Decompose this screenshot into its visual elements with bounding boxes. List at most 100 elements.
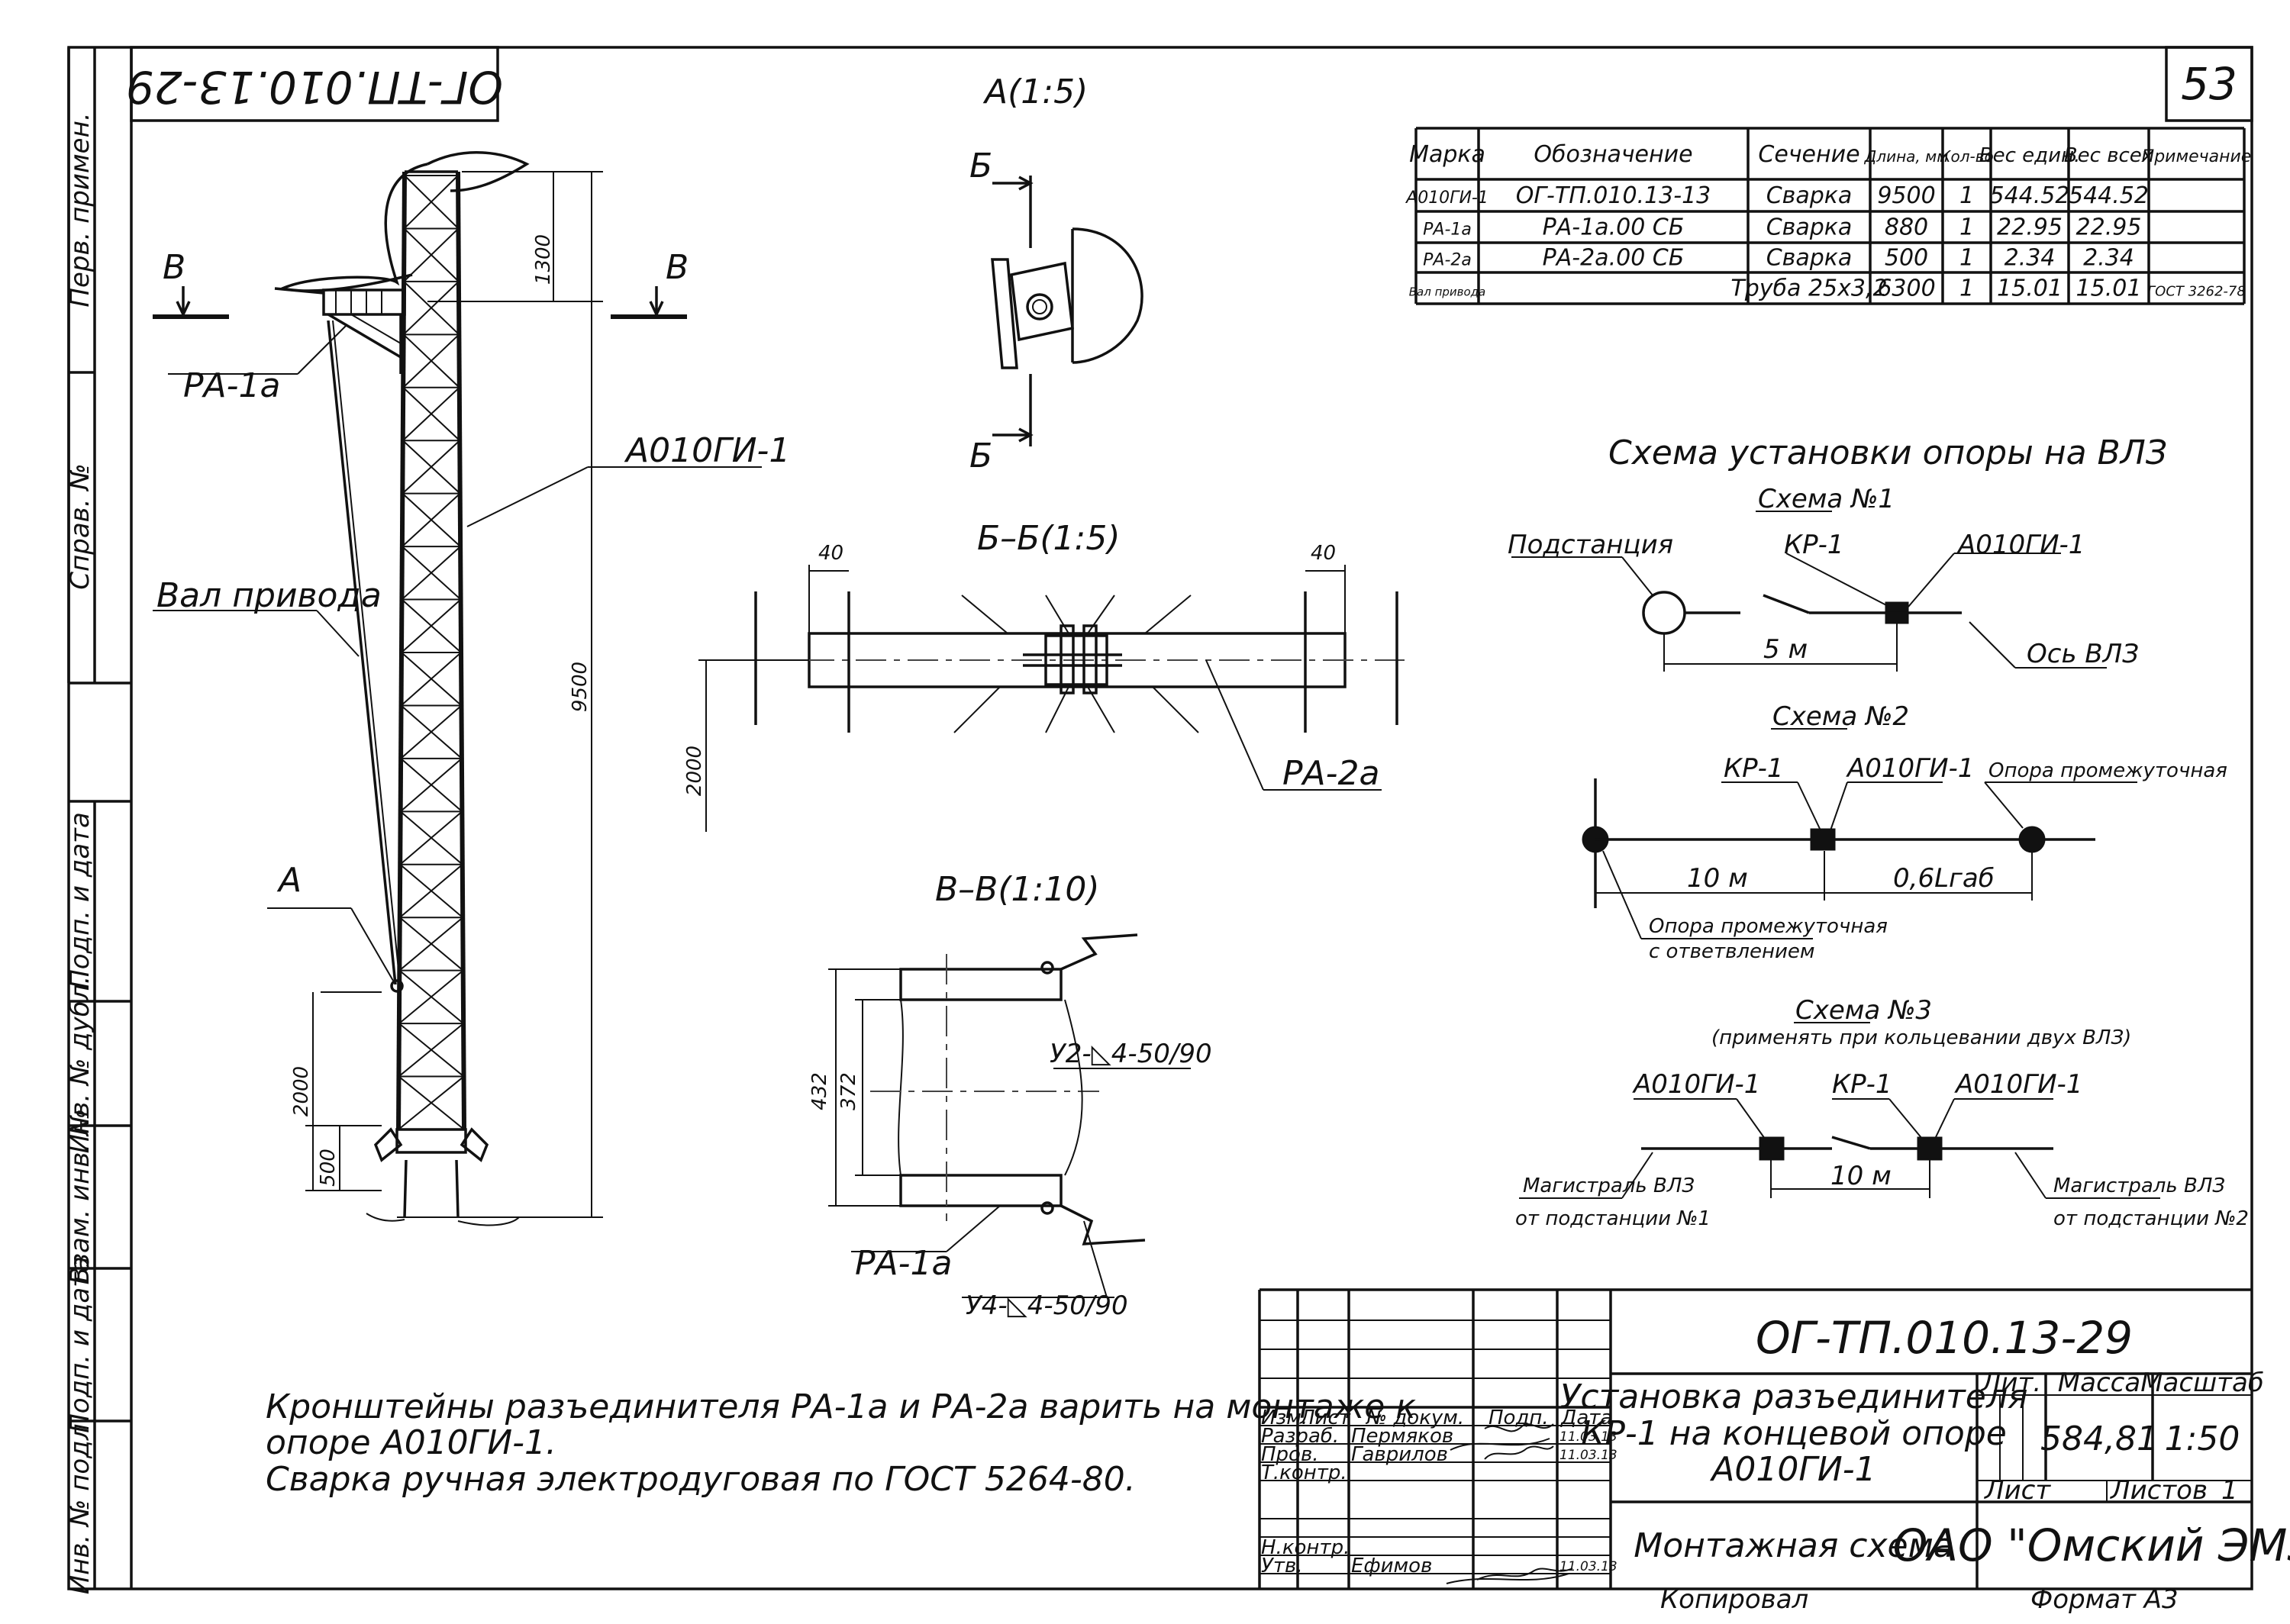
table-cell: Вал привода: [1409, 285, 1486, 299]
tb-hdr-lit: Лит.: [1980, 1368, 2041, 1398]
scheme3-kr: КР-1: [1832, 1069, 1892, 1100]
table-cell: ГОСТ 3262-78: [2147, 284, 2246, 300]
table-cell: 15.01: [2076, 276, 2142, 302]
strip-sprav-no: Справ. №: [65, 463, 95, 589]
strip-perv-primen: Перв. примен.: [65, 112, 95, 307]
lattice-member: [402, 387, 460, 441]
note-line-1: Кронштейны разъединителя РА-1а и РА-2а в…: [266, 1387, 1416, 1426]
table-header-cell: Обозначение: [1534, 141, 1692, 168]
tb-sheet-lbl: Лист: [1983, 1475, 2051, 1506]
dim-40-left: 40: [818, 542, 843, 565]
tb-sheets: 1: [2221, 1475, 2238, 1506]
scheme1-title: Схема №1: [1758, 484, 1895, 514]
lattice-member: [398, 969, 464, 1024]
table-cell: 6300: [1877, 276, 1935, 302]
section-bb-title: Б–Б(1:5): [977, 519, 1121, 558]
lattice-member: [398, 1075, 465, 1130]
scheme1-kr: КР-1: [1784, 530, 1844, 560]
scheme2-branch2: с ответвлением: [1649, 940, 1815, 963]
view-a-title: А(1:5): [982, 72, 1088, 111]
rotated-code-box: [130, 46, 499, 122]
tb-n-prov: Гаврилов: [1351, 1443, 1448, 1466]
tb-r-nkontr: Н.контр.: [1261, 1536, 1350, 1559]
tb-n-utv: Ефимов: [1351, 1555, 1432, 1577]
tb-col-izm: Изм.: [1261, 1406, 1308, 1429]
table-cell: РА-2а.00 СБ: [1543, 245, 1685, 272]
tb-d-utv: 11.03.13: [1559, 1559, 1618, 1574]
scheme-3: [1519, 1022, 2160, 1199]
table-cell: 2.34: [2083, 245, 2134, 272]
table-cell: 15.01: [1997, 276, 2063, 302]
dim-2000-elev: 2000: [290, 1066, 313, 1116]
table-cell: 544.52: [1990, 182, 2070, 209]
table-cell: 22.95: [1997, 214, 2063, 241]
tb-mass: 584,81: [2040, 1419, 2158, 1458]
strip-podp-data-1: Подп. и дата: [65, 812, 95, 989]
tb-r-razrab: Разраб.: [1261, 1425, 1339, 1448]
table-header-cell: Кол-во: [1940, 147, 1993, 166]
scheme1-substation: Подстанция: [1508, 530, 1673, 560]
section-bb-drawing: [698, 565, 1405, 832]
table-cell: 22.95: [2076, 214, 2142, 241]
label-detail-a: А: [276, 861, 302, 900]
scheme3-support-left: А010ГИ-1: [1632, 1069, 1760, 1100]
tb-col-sign: Подп.: [1488, 1406, 1549, 1429]
table-header-cell: Длина, мм: [1864, 147, 1949, 166]
scheme1-axis: Ось ВЛЗ: [2027, 639, 2139, 669]
table-cell: РА-2а: [1423, 251, 1472, 270]
scheme1-support: А010ГИ-1: [1956, 530, 2085, 560]
table-cell: 1: [1959, 245, 1974, 272]
title-block: [1258, 1288, 2252, 1589]
cut-b-bottom: Б: [969, 437, 992, 475]
tb-name-2: КР-1 на концевой опоре: [1581, 1414, 2007, 1453]
tb-code: ОГ-ТП.010.13-29: [1756, 1312, 2133, 1364]
scheme3-title: Схема №3: [1795, 995, 1932, 1026]
scheme2-kr: КР-1: [1724, 753, 1784, 784]
label-ra2a: РА-2а: [1282, 754, 1379, 793]
table-header-cell: Примечание: [2142, 147, 2252, 166]
scheme3-main2b: от подстанции №2: [2053, 1207, 2249, 1230]
lattice-member: [402, 440, 460, 495]
table-header-cell: Марка: [1409, 141, 1485, 168]
table-cell: ОГ-ТП.010.13-13: [1516, 182, 1711, 209]
label-a010gi-elev: А010ГИ-1: [624, 431, 790, 470]
lattice-member: [402, 492, 461, 547]
lattice-member: [398, 917, 463, 972]
section-vv-drawing: [828, 933, 1191, 1298]
strip-podp-data-2: Подп. и дата: [65, 1256, 95, 1433]
lattice-member: [400, 704, 463, 759]
table-header-cell: Вес един.: [1979, 144, 2081, 167]
table-cell: А010ГИ-1: [1405, 188, 1488, 208]
lattice-member: [403, 175, 459, 230]
scheme1-dist: 5 м: [1763, 634, 1808, 665]
drive-shaft: [327, 320, 397, 985]
note-line-2: опоре А010ГИ-1.: [266, 1423, 556, 1462]
table-cell: 1: [1959, 276, 1974, 302]
scheme2-dist1: 10 м: [1687, 863, 1748, 894]
section-vv-title: В–В(1:10): [935, 870, 1100, 909]
table-header-cell: Вес всех: [2064, 144, 2154, 167]
table-cell: Сварка: [1766, 182, 1853, 209]
lattice-member: [402, 281, 460, 336]
cut-v-left: В: [163, 248, 185, 287]
schemes-title: Схема установки опоры на ВЛЗ: [1608, 433, 2167, 472]
scheme3-dist: 10 м: [1830, 1161, 1892, 1191]
scheme-1: [1511, 511, 2107, 672]
scheme3-support-right: А010ГИ-1: [1954, 1069, 2082, 1100]
strip-inv-podl: Инв. № подл.: [65, 1416, 95, 1595]
tb-col-doc: № докум.: [1365, 1406, 1464, 1429]
tb-org: ОАО "Омский ЭМЗ": [1893, 1519, 2290, 1571]
tb-n-razrab: Пермяков: [1351, 1425, 1453, 1448]
tb-d-razrab: 11.03.13: [1559, 1429, 1618, 1445]
tb-sheets-lbl: Листов: [2109, 1475, 2208, 1506]
lattice-member: [399, 810, 463, 865]
table-cell: 1: [1959, 182, 1974, 209]
table-cell: 9500: [1877, 182, 1935, 209]
scheme2-title: Схема №2: [1772, 701, 1909, 732]
tb-name-3: А010ГИ-1: [1709, 1450, 1876, 1489]
weld-lower: У4-◺4-50/90: [966, 1290, 1128, 1321]
scheme2-inter: Опора промежуточная: [1988, 759, 2227, 782]
sheet-number-box: [2165, 46, 2253, 122]
table-cell: Труба 25х3,2: [1730, 276, 1887, 302]
